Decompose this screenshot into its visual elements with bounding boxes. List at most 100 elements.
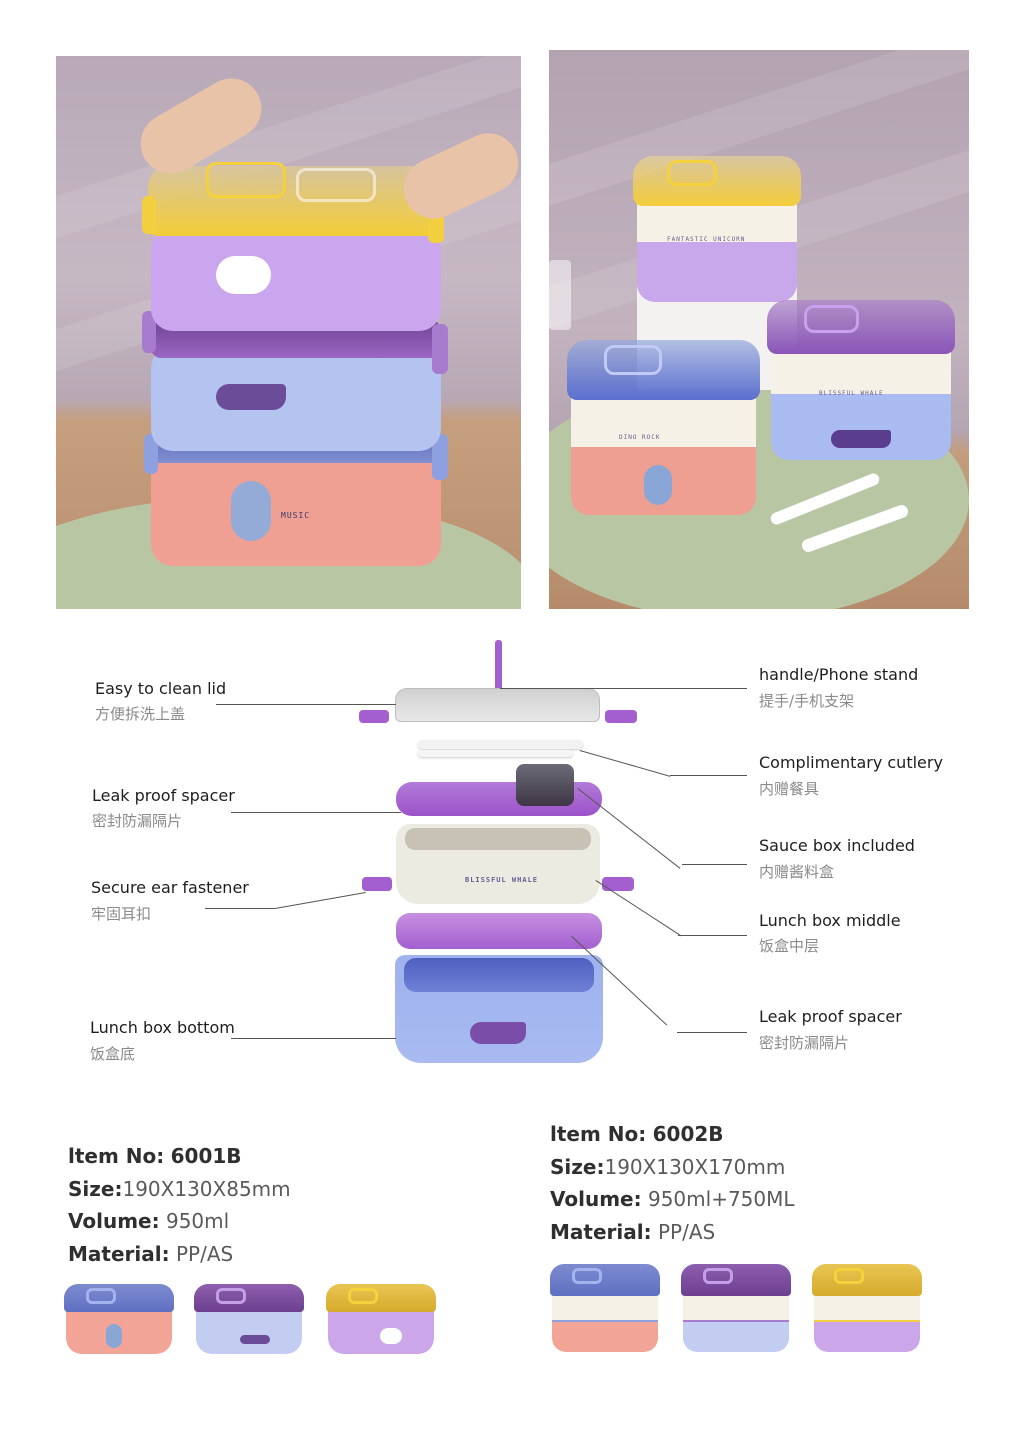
callout-sauce-box-included: Sauce box included [759,836,915,855]
size-label: Size: [68,1176,123,1201]
size-value: 190X130X170mm [604,1154,786,1179]
double-box-blue-lid [567,340,760,400]
middle-interior [405,828,591,850]
secure-ear-fastener [602,877,634,891]
spec-block-6001b: ltem No: 6001B Size:190X130X85mm Volume:… [68,1140,291,1270]
sauce-box [516,764,574,806]
callout-complimentary-cutlery-zh: 内赠餐具 [759,780,820,798]
leader-line [682,864,747,865]
callout-leak-proof-spacer: Leak proof spacer [92,786,235,805]
ear-fastener [142,311,156,353]
leak-proof-spacer-lower [396,913,602,949]
callout-secure-ear-fastener-zh: 牢固耳扣 [91,905,152,923]
material-row: Material: PP/AS [68,1238,291,1271]
double-box-blue-bottom [771,392,951,460]
item-number: 6001B [170,1144,242,1168]
lid [395,688,600,722]
callout-easy-clean-lid-zh: 方便拆洗上盖 [95,705,186,723]
item-label: ltem No: [550,1122,647,1146]
leader-line [595,880,682,937]
volume-row: Volume: 950ml [68,1205,291,1238]
callout-lunch-box-middle-zh: 饭盒中层 [759,937,820,955]
whale-decal [470,1022,526,1044]
lid-clip [605,710,637,723]
lunchbox-pink-body [151,451,441,566]
lid-handle [206,162,286,198]
variant-thumb-double-yellow [808,1260,926,1355]
print-label: BLISSFUL WHALE [465,876,539,884]
material-row: Material: PP/AS [550,1216,795,1249]
size-label: Size: [550,1154,605,1179]
item-number-row: ltem No: 6002B [550,1118,795,1151]
print-label: DINO ROCK [619,434,661,441]
leader-line [579,750,671,777]
lifestyle-photo-stacked: MUSIC [56,56,521,609]
ear-fastener [142,196,156,234]
material-value: PP/AS [657,1219,716,1244]
double-box-yellow-lid [633,156,801,206]
lid-handle [804,305,859,333]
cutlery [418,740,583,749]
variant-thumb-purple-blue [190,1280,308,1360]
sauce-compartment [296,168,376,202]
material-label: Material: [550,1219,652,1244]
ear-fastener [432,434,448,480]
lid-handle [667,160,717,186]
callout-handle-phone-stand-zh: 提手/手机支架 [759,692,855,710]
callout-leak-proof-spacer-right: Leak proof spacer [759,1007,902,1026]
double-box-lavender-bottom [637,240,797,302]
leader-line [231,812,401,813]
leader-line [205,908,275,909]
lifestyle-photo-table: FANTASTIC UNICORN BLISSFUL WHALE DINO RO… [549,50,969,609]
dinosaur-decal [644,465,672,505]
handle-phone-stand [495,640,502,700]
variant-thumb-double-blue [546,1260,664,1355]
print-label: FANTASTIC UNICORN [667,236,746,243]
glass [549,260,571,330]
callout-leak-proof-spacer-zh: 密封防漏隔片 [92,812,183,830]
double-box-cream-middle [771,350,951,394]
callout-secure-ear-fastener: Secure ear fastener [91,878,249,897]
callout-complimentary-cutlery: Complimentary cutlery [759,753,943,772]
callout-lunch-box-bottom: Lunch box bottom [90,1018,235,1037]
dinosaur-decal [231,481,271,541]
leader-line [216,704,396,705]
lunchbox-yellow-lid [148,166,443,236]
variant-thumb-blue-pink [60,1280,178,1360]
ear-fastener [144,434,158,474]
unicorn-decal [216,256,271,294]
whale-decal [216,384,286,410]
whale-decal [831,430,891,448]
size-value: 190X130X85mm [122,1176,291,1201]
volume-label: Volume: [550,1187,642,1211]
callout-leak-proof-spacer-right-zh: 密封防漏隔片 [759,1034,850,1052]
exploded-diagram: BLISSFUL WHALE Easy to clean lid 方便拆洗上盖 … [0,630,1024,1080]
item-number-row: ltem No: 6001B [68,1140,291,1173]
double-box-cream-middle [637,200,797,242]
leader-line [670,775,747,776]
leader-line [500,688,747,689]
variant-thumb-yellow-lavender [322,1280,440,1360]
cutlery [418,750,573,757]
ear-fastener [432,324,448,374]
bottom-interior [404,958,594,992]
lunchbox-lavender-body [151,226,441,331]
variant-thumb-double-purple [677,1260,795,1355]
callout-easy-clean-lid: Easy to clean lid [95,679,227,698]
leader-line [275,892,366,909]
volume-label: Volume: [68,1209,160,1233]
size-row: Size:190X130X170mm [550,1151,795,1184]
volume-value: 950ml+750ML [647,1187,795,1211]
material-value: PP/AS [175,1241,234,1266]
callout-handle-phone-stand: handle/Phone stand [759,665,919,684]
leader-line [231,1038,396,1039]
size-row: Size:190X130X85mm [68,1173,291,1206]
print-label: BLISSFUL WHALE [819,390,884,397]
lid-handle [604,345,662,375]
material-label: Material: [68,1241,170,1266]
callout-lunch-box-bottom-zh: 饭盒底 [90,1045,136,1063]
lid-clip [359,710,389,723]
volume-value: 950ml [165,1209,230,1233]
lunchbox-blue-body [151,346,441,451]
decal-text: MUSIC [281,511,311,520]
